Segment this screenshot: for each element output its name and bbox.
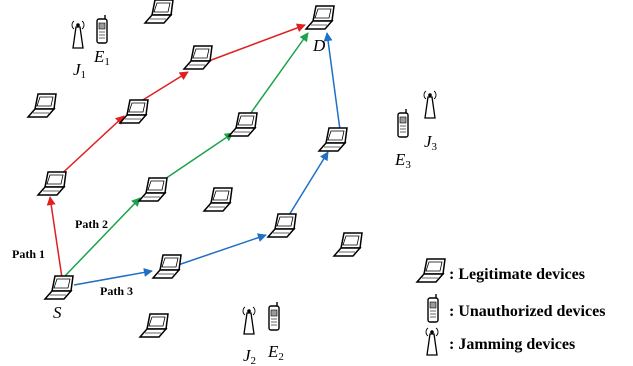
path-1-edge <box>46 196 63 279</box>
laptop-icon <box>267 213 297 238</box>
eavesdropper-1-label: E1 <box>93 47 110 68</box>
laptop-icon <box>138 177 168 202</box>
legend: : Legitimate devices : Unauthorized devi… <box>416 258 605 356</box>
destination-laptop-icon <box>305 5 335 30</box>
jammer-1-antenna-icon <box>71 20 85 49</box>
laptop-icon <box>203 187 233 212</box>
path-3-edge <box>323 32 341 131</box>
path-3-edge <box>73 268 153 286</box>
laptop-icon <box>152 254 182 279</box>
laptop-icon <box>139 313 169 338</box>
laptop-icon <box>144 0 174 24</box>
laptop-icon <box>37 171 67 196</box>
path-1-label: Path 1 <box>12 247 45 261</box>
destination-label: D <box>312 36 326 55</box>
laptop-icon <box>183 45 213 70</box>
laptop-icon <box>228 112 258 137</box>
laptop-icon <box>119 99 149 124</box>
jammer-3-antenna-icon <box>423 90 437 119</box>
legend-unauthorized-label: : Unauthorized devices <box>449 303 605 320</box>
path-3-label: Path 3 <box>100 284 133 298</box>
path-2-edge <box>247 32 309 118</box>
legend-phone-icon <box>427 293 439 323</box>
eavesdropper-2-label: E2 <box>267 342 284 363</box>
path-3-edges <box>73 32 341 286</box>
path-2-edge <box>63 197 141 278</box>
jammer-1-label: J1 <box>73 60 86 81</box>
jammer-2-label: J2 <box>243 346 256 366</box>
jammer-2-antenna-icon <box>242 306 256 335</box>
path-1-edge <box>54 115 125 181</box>
path-1-edge <box>205 23 306 63</box>
path-3-edge <box>177 233 267 266</box>
eavesdropper-2-phone-icon <box>268 301 280 331</box>
jammer-3-label: J3 <box>424 132 438 153</box>
legend-jamming-label: : Jamming devices <box>449 336 575 353</box>
path-2-edges <box>63 32 309 278</box>
path-2-label: Path 2 <box>75 217 108 231</box>
eavesdropper-3-label: E3 <box>394 150 411 171</box>
legend-laptop-icon <box>416 258 446 283</box>
eavesdropper-1-phone-icon <box>96 14 108 44</box>
path-1-edges <box>46 23 306 279</box>
eavesdropper-3-phone-icon <box>397 108 409 138</box>
laptop-icon <box>333 232 363 257</box>
laptop-icon <box>27 93 57 118</box>
legend-legitimate-label: : Legitimate devices <box>449 266 585 283</box>
laptop-icon <box>318 127 348 152</box>
source-label: S <box>53 303 62 322</box>
path-2-edge <box>155 132 234 186</box>
path-3-edge <box>285 151 329 221</box>
path-1-edge <box>137 71 189 104</box>
source-laptop-icon <box>44 275 74 300</box>
legend-antenna-icon <box>425 327 439 356</box>
